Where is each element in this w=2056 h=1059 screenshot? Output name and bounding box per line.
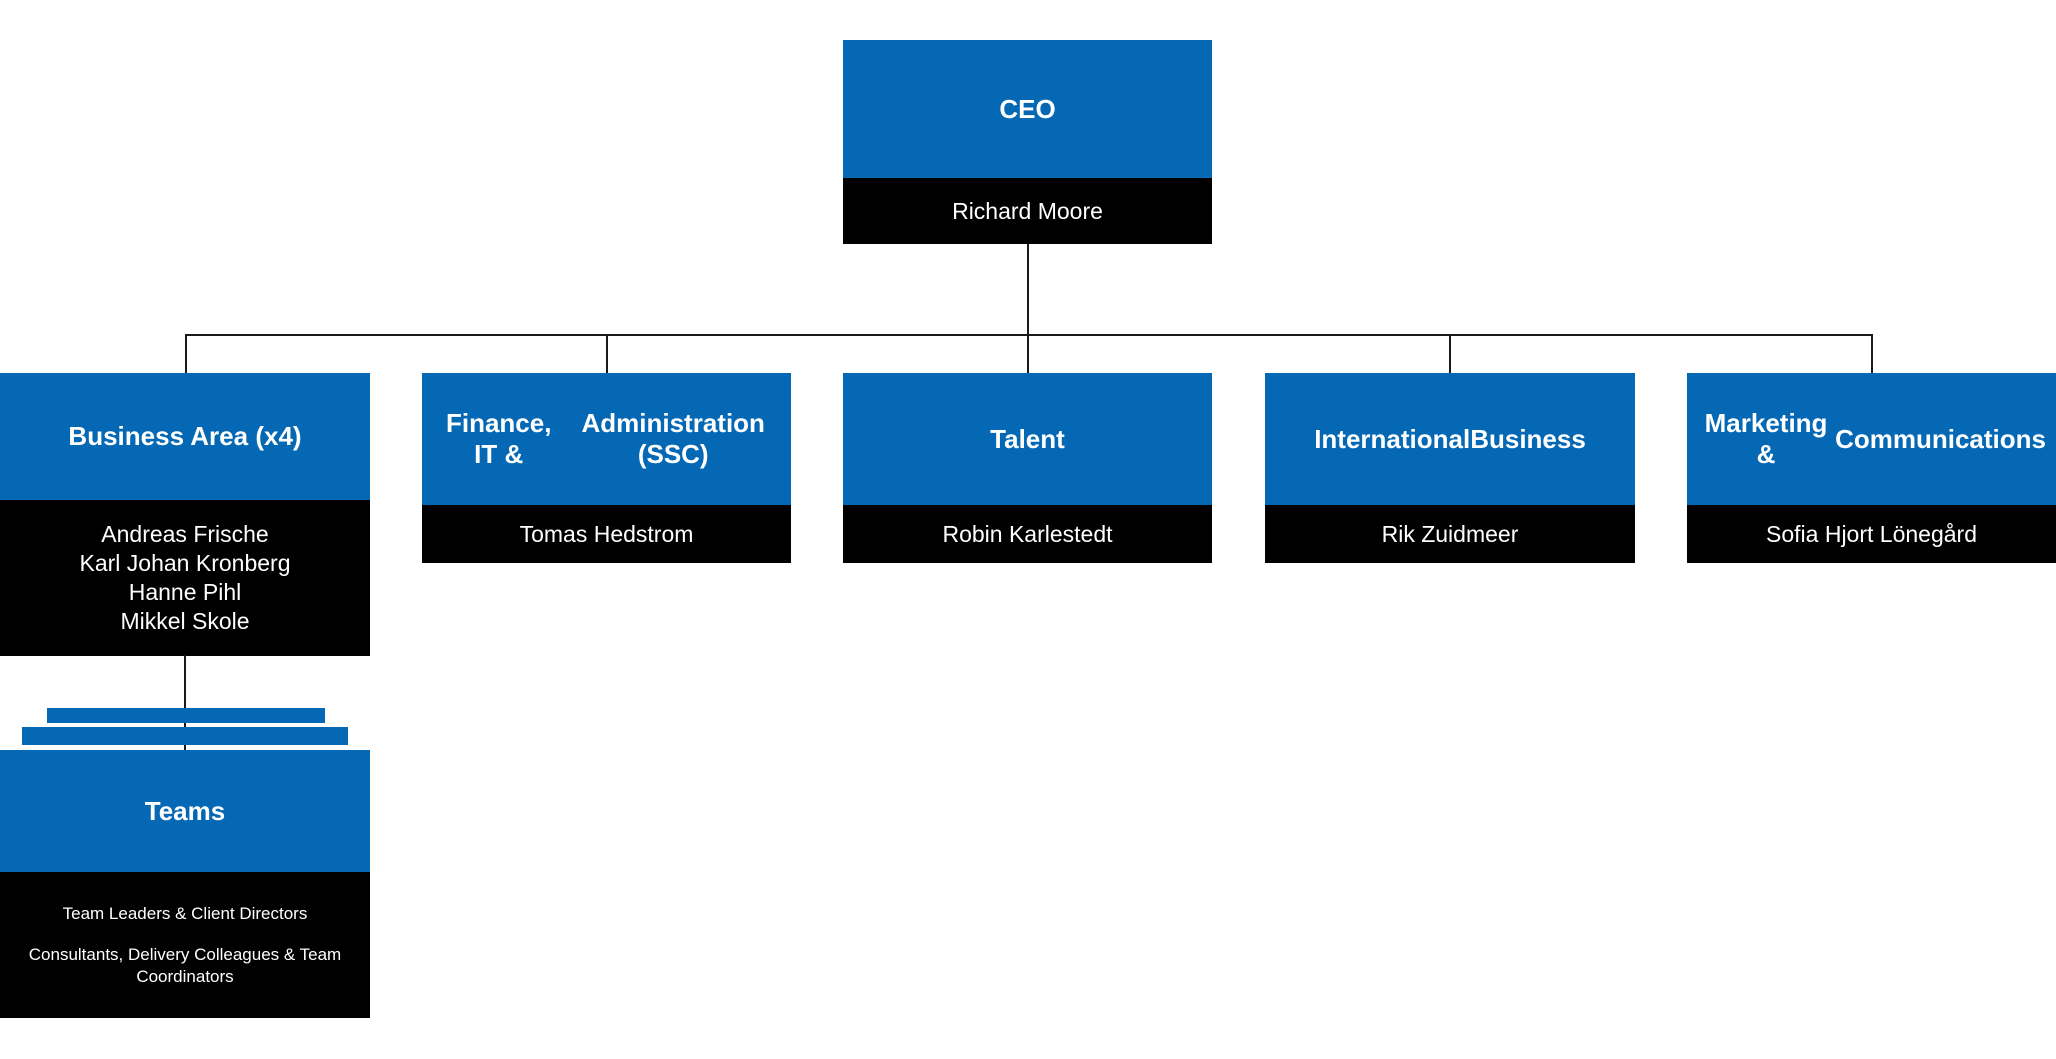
title-line-1: International xyxy=(1314,423,1471,454)
person-name: Sofia Hjort Lönegård xyxy=(1766,520,1977,547)
connector-horizontal-bus xyxy=(185,334,1873,336)
connector-drop-business-area xyxy=(185,334,187,373)
org-node-finance-it-administration-title: Finance, IT & Administration (SSC) xyxy=(422,373,791,505)
person-name: Richard Moore xyxy=(952,197,1103,224)
person-name: Andreas Frische xyxy=(101,521,269,548)
team-role: Consultants, Delivery Colleagues & Team … xyxy=(28,945,342,986)
org-node-ceo-title: CEO xyxy=(843,40,1212,178)
title-line-1: Marketing & xyxy=(1704,408,1828,469)
org-node-teams-roles: Team Leaders & Client Directors Consulta… xyxy=(0,872,370,1018)
org-node-international-business-title: International Business xyxy=(1265,373,1635,505)
org-node-business-area[interactable]: Business Area (x4) Andreas Frische Karl … xyxy=(0,373,370,656)
title-line-2: Communications xyxy=(1835,423,2046,454)
teams-stack-bar-back xyxy=(47,708,325,723)
org-node-ceo[interactable]: CEO Richard Moore xyxy=(843,40,1212,244)
org-node-talent-title: Talent xyxy=(843,373,1212,505)
person-name: Robin Karlestedt xyxy=(942,520,1113,547)
person-name: Karl Johan Kronberg xyxy=(79,550,291,577)
org-node-marketing-communications-title: Marketing & Communications xyxy=(1687,373,2056,505)
org-node-marketing-communications[interactable]: Marketing & Communications Sofia Hjort L… xyxy=(1687,373,2056,563)
title-line-1: Finance, IT & xyxy=(445,408,552,469)
org-node-talent[interactable]: Talent Robin Karlestedt xyxy=(843,373,1212,563)
org-node-marketing-communications-people: Sofia Hjort Lönegård xyxy=(1687,505,2056,563)
person-name: Hanne Pihl xyxy=(128,579,242,605)
org-node-international-business-people: Rik Zuidmeer xyxy=(1265,505,1635,563)
org-node-talent-people: Robin Karlestedt xyxy=(843,505,1212,563)
connector-business-area-to-teams xyxy=(184,655,186,751)
org-node-finance-it-administration[interactable]: Finance, IT & Administration (SSC) Tomas… xyxy=(422,373,791,563)
org-node-teams-title: Teams xyxy=(0,750,370,872)
teams-stack-bar-middle xyxy=(22,727,348,745)
connector-ceo-down xyxy=(1027,244,1029,336)
connector-drop-talent xyxy=(1027,334,1029,373)
person-name: Tomas Hedstrom xyxy=(519,520,694,547)
title-line-2: Administration (SSC) xyxy=(581,408,765,469)
connector-drop-international xyxy=(1449,334,1451,373)
org-node-business-area-title: Business Area (x4) xyxy=(0,373,370,500)
org-node-teams[interactable]: Teams Team Leaders & Client Directors Co… xyxy=(0,750,370,1018)
title-line-2: Business xyxy=(1470,423,1586,454)
connector-drop-finance xyxy=(606,334,608,373)
org-node-international-business[interactable]: International Business Rik Zuidmeer xyxy=(1265,373,1635,563)
connector-drop-marketing xyxy=(1871,334,1873,373)
person-name: Mikkel Skole xyxy=(120,607,250,634)
team-role: Team Leaders & Client Directors xyxy=(62,903,308,923)
org-node-finance-it-administration-people: Tomas Hedstrom xyxy=(422,505,791,563)
org-node-business-area-people: Andreas Frische Karl Johan Kronberg Hann… xyxy=(0,500,370,656)
person-name: Rik Zuidmeer xyxy=(1381,520,1519,547)
org-node-ceo-people: Richard Moore xyxy=(843,178,1212,244)
